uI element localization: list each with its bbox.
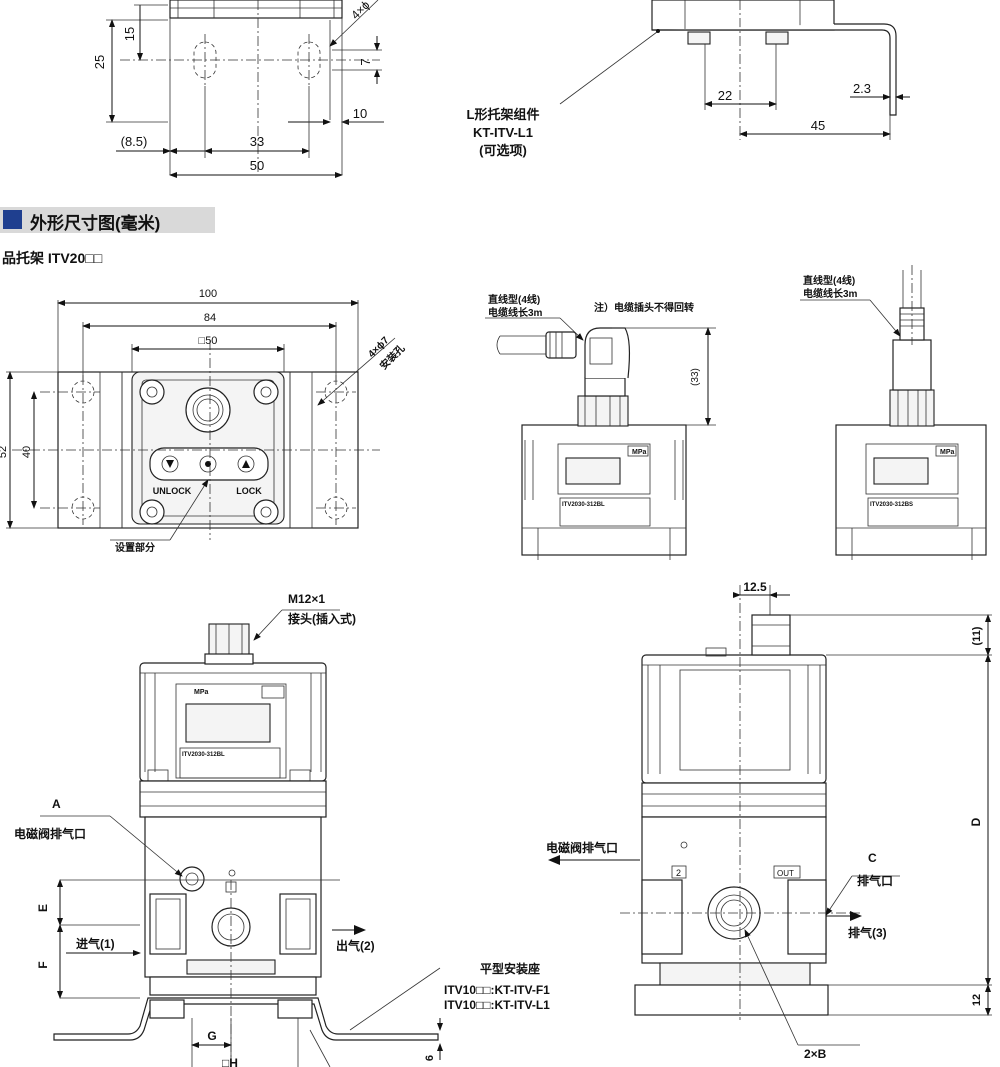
callout-line-2: KT-ITV-L1	[473, 125, 533, 140]
cable-vertical-label-2: 电缆线长3m	[803, 287, 858, 300]
dim-52: 52	[0, 446, 9, 458]
mount-title: 平型安装座	[480, 961, 540, 976]
front-view	[40, 609, 443, 1067]
dim-h: □H	[222, 1056, 238, 1067]
dim-11: (11)	[971, 626, 983, 645]
front-panel-unit: MPa	[194, 689, 209, 696]
bottom-2xb: 2×B	[804, 1047, 827, 1061]
dim-40: 40	[21, 446, 33, 458]
dim-7: 7	[358, 58, 373, 65]
out-label: OUT	[777, 869, 794, 878]
dim-33-paren: (33)	[690, 368, 701, 386]
dim-25: 25	[92, 55, 107, 69]
section-marker	[3, 210, 22, 229]
cable-vertical-label-1: 直线型(4线)	[803, 274, 855, 287]
exhaust-label: 排气口	[857, 873, 893, 888]
dim-6: 6	[424, 1055, 436, 1061]
dim-50: 50	[250, 158, 264, 173]
cable-angled-label-2: 电缆线长3m	[488, 306, 543, 319]
front-solenoid-exhaust: 电磁阀排气口	[14, 826, 86, 841]
top-right-bracket-view	[559, 0, 910, 140]
dim-10: 10	[353, 106, 367, 121]
setting-label: 设置部分	[115, 541, 155, 554]
cable-note: 注）电缆插头不得回转	[594, 301, 694, 314]
dim-45: 45	[811, 118, 825, 133]
dim-50-square: □50	[199, 335, 218, 347]
dim-f: F	[36, 961, 50, 968]
panel-model-a: ITV2030-312BL	[562, 502, 605, 508]
dim-15: 15	[122, 27, 137, 41]
mount-f1: ITV10□□:KT-ITV-F1	[444, 983, 550, 997]
cable-angled-label-1: 直线型(4线)	[488, 293, 540, 306]
dim-33: 33	[250, 134, 264, 149]
panel-unit-b: MPa	[940, 449, 955, 456]
top-bracket-view	[106, 0, 384, 178]
connector-label-1: M12×1	[288, 592, 325, 606]
front-panel-model: ITV2030-312BL	[182, 752, 225, 758]
mount-l1: ITV10□□:KT-ITV-L1	[444, 998, 550, 1012]
side-solenoid-exhaust: 电磁阀排气口	[546, 840, 618, 855]
section-header: 外形尺寸图(毫米)	[0, 207, 215, 233]
dim-g: G	[207, 1029, 216, 1043]
bracket-top-view	[6, 300, 396, 541]
exhaust-3-label: 排气(3)	[848, 925, 887, 940]
section-title: 外形尺寸图(毫米)	[30, 214, 161, 233]
c-label: C	[868, 851, 877, 865]
cable-angled-view	[485, 317, 716, 560]
dim-e: E	[36, 904, 50, 912]
outlet-label: 出气(2)	[336, 938, 375, 953]
subtitle: 品托架 ITV20□□	[2, 250, 103, 266]
dim-12-5: 12.5	[743, 580, 767, 594]
a-label: A	[52, 797, 61, 811]
dim-8-5: (8.5)	[121, 134, 148, 149]
side-view	[548, 585, 992, 1046]
dim-22: 22	[718, 88, 732, 103]
dim-d: D	[969, 817, 983, 826]
callout-line-1: L形托架组件	[467, 107, 540, 122]
dim-2-3: 2.3	[853, 81, 871, 96]
lock-label: LOCK	[236, 486, 262, 496]
panel-model-b: ITV2030-312BS	[870, 502, 913, 508]
dim-12: 12	[971, 994, 983, 1006]
dim-84: 84	[204, 312, 216, 324]
dim-100: 100	[199, 288, 217, 300]
port-2-label: 2	[676, 868, 681, 878]
panel-unit-a: MPa	[632, 449, 647, 456]
cable-vertical-view	[800, 265, 987, 560]
inlet-label: 进气(1)	[76, 936, 115, 951]
top-hole-label: 4×ϕ	[348, 0, 373, 22]
callout-line-3: (可选项)	[479, 143, 527, 158]
connector-label-2: 接头(插入式)	[288, 611, 356, 626]
unlock-label: UNLOCK	[153, 486, 192, 496]
